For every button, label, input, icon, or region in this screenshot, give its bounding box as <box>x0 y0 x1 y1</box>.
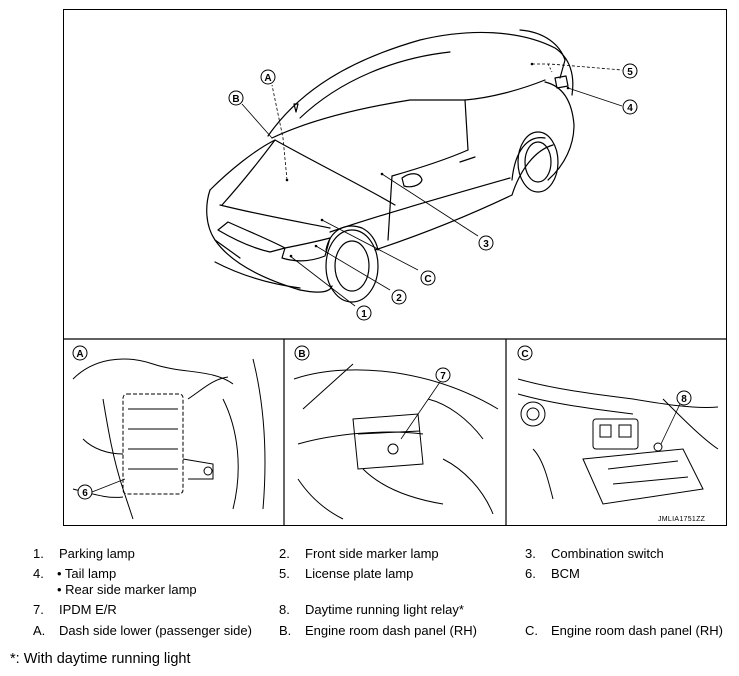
callout-1: 1 <box>361 309 367 320</box>
callout-7: 7 <box>440 371 446 382</box>
callout-8: 8 <box>681 394 687 405</box>
callout-5: 5 <box>627 67 633 78</box>
callout-6: 6 <box>82 488 88 499</box>
callout-2: 2 <box>396 293 402 304</box>
callout-4: 4 <box>627 103 633 114</box>
vehicle-illustration: 1 2 3 C 4 5 A B <box>63 29 727 340</box>
footnote: *: With daytime running light <box>10 651 191 667</box>
callout-C-main: C <box>424 274 431 285</box>
detail-panel-b <box>293 363 499 520</box>
diagram-frame <box>63 9 727 526</box>
detail-panel-c <box>517 378 719 505</box>
detail-panel-a <box>72 358 266 520</box>
callout-3: 3 <box>483 239 489 250</box>
panel-label-c: C <box>521 349 528 360</box>
panel-label-b: B <box>298 349 305 360</box>
callout-A-main: A <box>264 73 271 84</box>
callout-B-main: B <box>232 94 239 105</box>
image-code: JMLIA1751ZZ <box>658 516 706 523</box>
detail-panels: A 6 B 7 C 8 <box>72 339 719 526</box>
panel-label-a: A <box>76 349 83 360</box>
